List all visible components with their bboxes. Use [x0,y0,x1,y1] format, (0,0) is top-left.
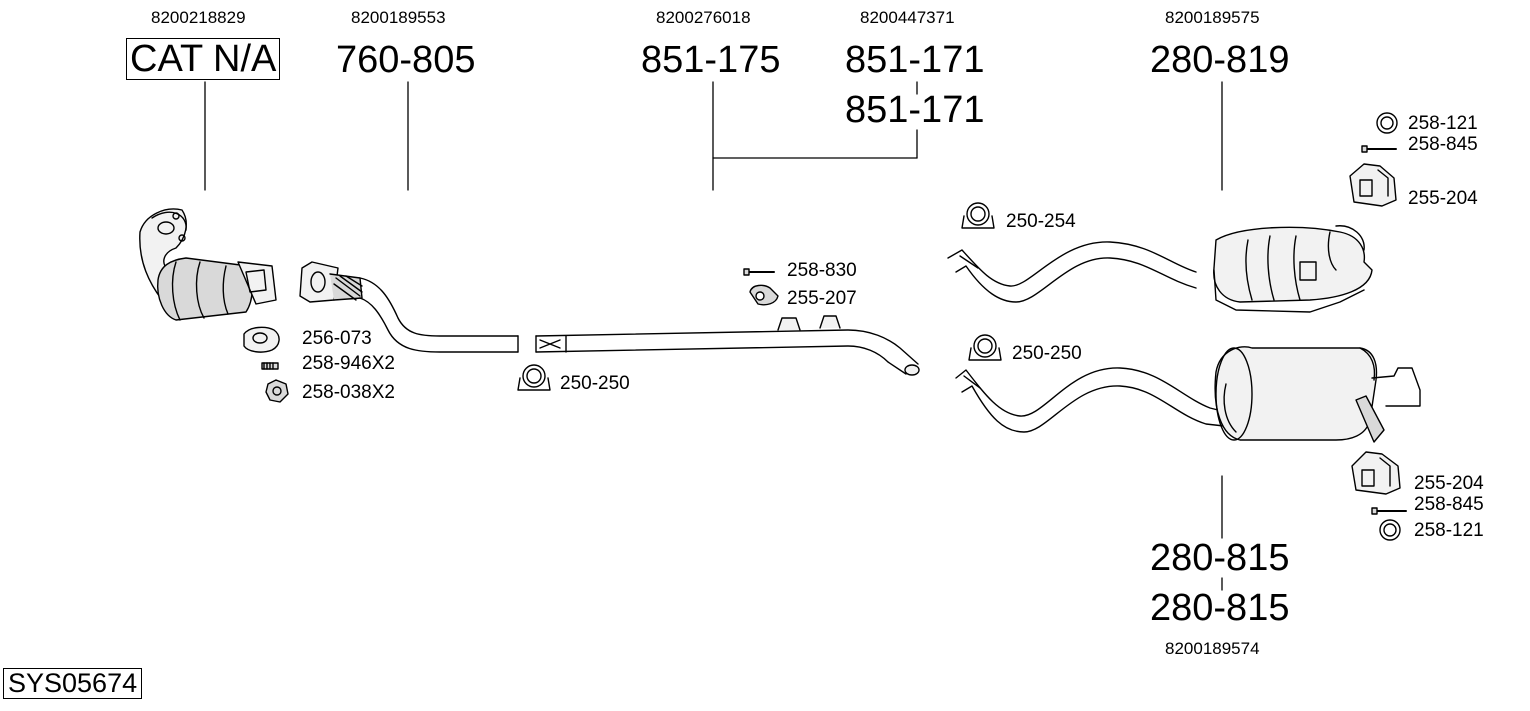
bolt-icon-lower [1372,508,1406,514]
hanger-icon-upper [1350,164,1396,206]
oem-number: 8200447371 [860,8,955,27]
part-number: 851-171 [845,89,985,131]
center-pipe [536,316,919,375]
hanger-icon-255-207 [750,285,778,304]
bolt-icon-258-830 [744,269,774,275]
part-number: 760-805 [336,39,476,81]
fitting-label: 258-845 [1408,134,1478,155]
fitting-label: 250-250 [560,373,630,394]
fitting-label: 250-254 [1006,211,1076,232]
fitting-label: 255-204 [1408,188,1478,209]
rear-silencer-upper [948,226,1372,312]
part-number: 280-815 [1150,537,1290,579]
clamp-icon-250-254 [962,203,994,228]
ring-icon-upper [1377,113,1397,133]
fitting-label: 258-121 [1414,520,1484,541]
oem-number: 8200189575 [1165,8,1260,27]
fitting-label: 258-845 [1414,494,1484,515]
oem-number: 8200276018 [656,8,751,27]
part-number: 280-819 [1150,39,1290,81]
part-number: 851-171 [845,39,985,81]
fitting-label: 258-121 [1408,113,1478,134]
fitting-label: 258-830 [787,260,857,281]
gasket-icon [244,327,279,352]
stud-icon [262,363,278,369]
part-number: 280-815 [1150,587,1290,629]
fitting-label: 255-207 [787,288,857,309]
fitting-label: 256-073 [302,328,372,349]
clamp-icon-front [518,365,550,390]
fitting-icons [244,113,1406,540]
rear-silencer-lower [956,347,1420,442]
fitting-label: 258-038X2 [302,382,395,403]
front-pipe [300,262,518,352]
bolt-icon-upper [1362,146,1396,152]
system-code: SYS05674 [3,668,143,699]
fitting-label: 250-250 [1012,343,1082,364]
fitting-label: 255-204 [1414,473,1484,494]
leader-lines [205,82,1222,590]
part-number: 851-175 [641,39,781,81]
catalytic-converter [140,209,276,320]
hanger-icon-lower [1352,452,1400,494]
part-number-cat: CAT N/A [126,38,281,80]
fitting-label: 258-946X2 [302,353,395,374]
clamp-icon-rear [969,335,1001,360]
nut-icon [266,380,288,402]
oem-number: 8200189553 [351,8,446,27]
oem-number: 8200218829 [151,8,246,27]
oem-number: 8200189574 [1165,639,1260,658]
ring-icon-lower [1380,520,1400,540]
